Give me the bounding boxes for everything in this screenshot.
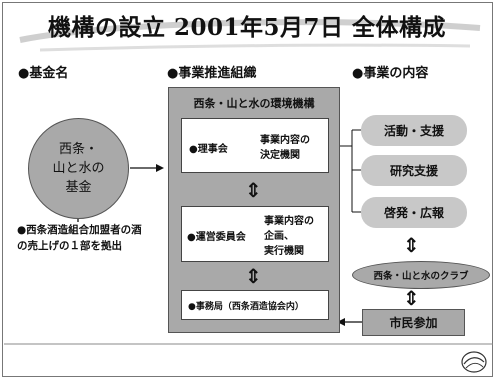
title-brush-stroke-lower bbox=[39, 43, 471, 52]
activities-club-double-arrow: ⇕ bbox=[403, 233, 420, 257]
activity-awareness-pill: 啓発・広報 bbox=[361, 197, 467, 228]
organization-box: 西条・山と水の環境機構 ●理事会 事業内容の 決定機関 ⇕ ●運営委員会 事業内… bbox=[168, 87, 340, 333]
logo-mark bbox=[461, 351, 487, 373]
board-name: ●理事会 bbox=[189, 144, 228, 155]
citizen-participation-box: 市民参加 bbox=[362, 309, 465, 336]
slide-title: 機構の設立 2001年5月7日 全体構成 bbox=[48, 14, 447, 41]
fund-source-note: ●西条酒造組合加盟者の酒の売上げの１部を拠出 bbox=[17, 224, 142, 252]
secretariat-box: ●事務局（西条酒造協会内） bbox=[181, 290, 329, 320]
header-fund-name: ●基金名 bbox=[18, 66, 69, 81]
secretariat-name: ●事務局（西条酒造協会内） bbox=[188, 302, 304, 312]
board-box: ●理事会 事業内容の 決定機関 bbox=[181, 118, 329, 173]
club-citizen-double-arrow: ⇕ bbox=[403, 286, 420, 310]
slide-frame bbox=[2, 2, 493, 377]
board-committee-double-arrow: ⇕ bbox=[245, 178, 262, 202]
committee-name: ●運営委員会 bbox=[187, 232, 246, 243]
committee-role-line-2: 企画、 bbox=[264, 231, 294, 242]
committee-secretariat-double-arrow: ⇕ bbox=[245, 264, 262, 288]
committee-box: ●運営委員会 事業内容の 企画、 実行機関 bbox=[181, 206, 329, 262]
fund-circle: 西条・ 山と水の 基金 bbox=[28, 118, 129, 219]
club-ellipse: 西条・山と水のクラブ bbox=[352, 261, 490, 289]
fund-line-2: 山と水の bbox=[52, 161, 105, 176]
fund-line-1: 西条・ bbox=[58, 142, 98, 157]
organization-title: 西条・山と水の環境機構 bbox=[193, 97, 315, 110]
activity-support-pill: 活動・支援 bbox=[361, 115, 467, 146]
header-activities: ●事業の内容 bbox=[352, 66, 429, 81]
board-role-line-2: 決定機関 bbox=[260, 150, 300, 161]
title-brush-stroke bbox=[19, 19, 481, 43]
board-role-line-1: 事業内容の bbox=[260, 135, 310, 146]
fund-line-3: 基金 bbox=[65, 180, 92, 195]
header-organization: ●事業推進組織 bbox=[167, 66, 257, 81]
activity-research-pill: 研究支援 bbox=[361, 155, 467, 186]
committee-role-line-1: 事業内容の bbox=[264, 216, 314, 227]
committee-role-line-3: 実行機関 bbox=[264, 246, 304, 257]
